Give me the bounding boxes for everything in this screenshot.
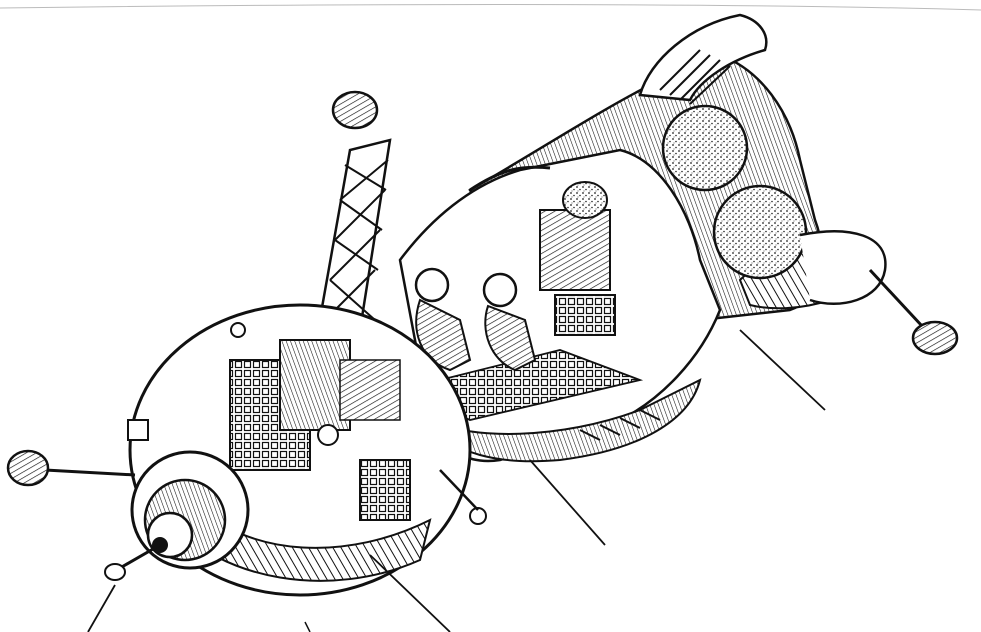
top-port-knob (230, 322, 246, 338)
instrument-rack (539, 209, 611, 291)
aft-antenna-dish (911, 320, 959, 356)
leader-line-bottom (304, 621, 311, 632)
fuel-tank-sphere-lower (712, 184, 808, 280)
helmet (414, 267, 450, 303)
equipment-box (554, 294, 616, 336)
cabin-lower-shell (427, 378, 702, 463)
leader-lines (87, 329, 826, 632)
descent-module-lower-ribs (168, 498, 432, 582)
interior-hatched-wall (339, 359, 401, 421)
side-box (127, 419, 149, 441)
cabin-top-rail (469, 165, 551, 192)
cosmonaut-left (414, 267, 472, 372)
side-skid (799, 230, 887, 305)
crew-cabin-section (397, 148, 722, 463)
cabin-fin-ring (579, 409, 661, 441)
fuel-tank-sphere-upper (661, 104, 749, 192)
nose-probe (119, 543, 161, 570)
underside-strut (439, 469, 479, 511)
underside-wheel (469, 507, 487, 525)
scan-edge-line (0, 4, 981, 11)
left-antenna-dish (6, 449, 50, 487)
emblem (317, 424, 339, 446)
left-antenna-boom (44, 468, 136, 477)
leader-line-nose (87, 584, 116, 632)
nose-probe-tip (104, 563, 126, 581)
cabin-dome-tank (562, 181, 608, 219)
control-panel (279, 339, 351, 431)
mast-cross-bracing (324, 159, 389, 321)
nozzle-ribs (659, 49, 731, 105)
cosmonaut-right (482, 272, 537, 372)
helmet (482, 272, 518, 308)
leader-line-aft (739, 329, 826, 411)
antenna-mast (316, 90, 392, 332)
forward-antennas (6, 322, 487, 581)
mast-dish (331, 90, 379, 130)
storage-block (359, 459, 411, 521)
leader-line-descent (369, 554, 451, 632)
leader-line-cabin (529, 459, 606, 546)
